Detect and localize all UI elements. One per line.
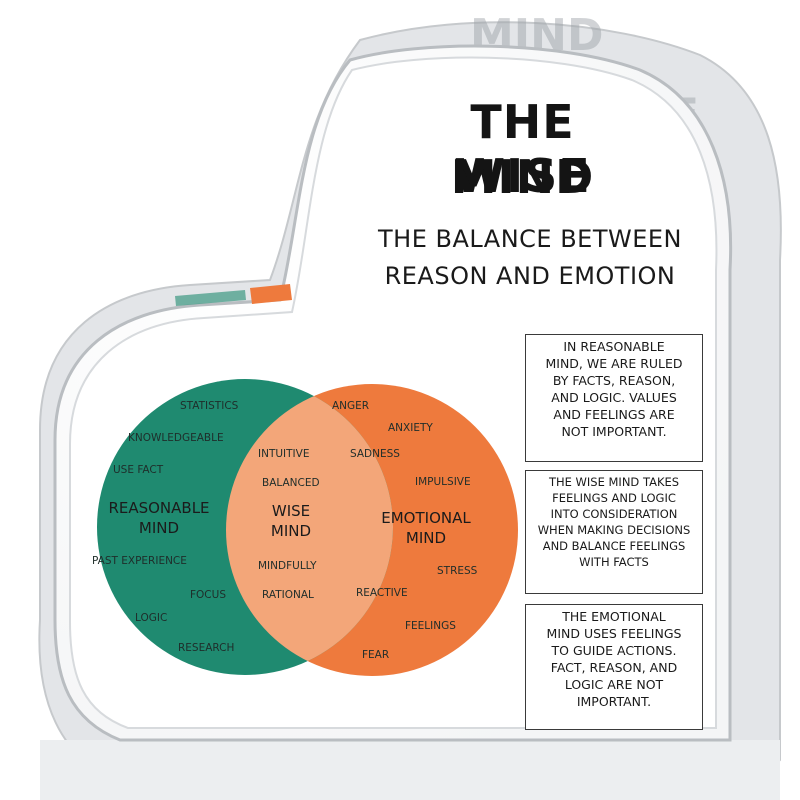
description-line: FACT, REASON, AND: [550, 660, 678, 675]
emotional-item: SADNESS: [350, 448, 400, 460]
emotional-item: FEAR: [362, 649, 390, 661]
floor-reflection: [40, 740, 780, 800]
reasonable-title-line-2: MIND: [138, 519, 180, 537]
emotional-item: ANXIETY: [388, 422, 433, 434]
title-line-2: MIND: [450, 150, 595, 204]
description-line: NOT IMPORTANT.: [561, 424, 667, 439]
reasonable-mind-title: REASONABLE MIND: [96, 498, 222, 538]
reasonable-item: FOCUS: [190, 589, 226, 601]
description-line: IN REASONABLE: [563, 339, 665, 354]
description-line: WITH FACTS: [579, 555, 649, 569]
reasonable-mind-description: IN REASONABLE MIND, WE ARE RULED BY FACT…: [525, 334, 703, 462]
wise-title-line-2: MIND: [270, 522, 312, 540]
description-line: LOGIC ARE NOT: [564, 677, 664, 692]
reasonable-item: KNOWLEDGEABLE: [128, 432, 224, 444]
reasonable-item: USE FACT: [113, 464, 164, 476]
emotional-mind-title: EMOTIONAL MIND: [368, 508, 484, 548]
wise-mind-description: THE WISE MIND TAKES FEELINGS AND LOGIC I…: [525, 470, 703, 594]
emotional-item: ANGER: [332, 400, 370, 412]
reasonable-title-line-1: REASONABLE: [108, 499, 210, 517]
description-line: AND BALANCE FEELINGS: [542, 539, 686, 553]
description-line: MIND, WE ARE RULED: [545, 356, 683, 371]
description-line: THE EMOTIONAL: [562, 609, 666, 624]
description-line: THE WISE MIND TAKES: [548, 475, 680, 489]
wise-overlap: [226, 384, 393, 675]
wise-item: RATIONAL: [262, 589, 314, 601]
reasonable-item: RESEARCH: [178, 642, 235, 654]
emotional-title-line-1: EMOTIONAL: [381, 509, 471, 527]
description-line: MIND USES FEELINGS: [546, 626, 682, 641]
description-line: BY FACTS, REASON,: [552, 373, 676, 388]
reasonable-item: PAST EXPERIENCE: [92, 555, 187, 567]
description-line: INTO CONSIDERATION: [550, 507, 678, 521]
wise-item: MINDFULLY: [258, 560, 317, 572]
description-line: IMPORTANT.: [576, 694, 652, 709]
emotional-item: FEELINGS: [405, 620, 456, 632]
description-line: TO GUIDE ACTIONS.: [551, 643, 677, 658]
reasonable-item: LOGIC: [135, 612, 168, 624]
description-line: AND LOGIC. VALUES: [551, 390, 677, 405]
teal-edge-accent: [175, 290, 246, 306]
emotional-title-line-2: MIND: [405, 529, 447, 547]
wise-mind-title: WISE MIND: [250, 501, 332, 541]
emotional-item: STRESS: [437, 565, 478, 577]
description-line: WHEN MAKING DECISIONS: [537, 523, 691, 537]
subtitle-line-2: REASON AND EMOTION: [384, 262, 676, 290]
title-line-1: THE WISE: [454, 95, 591, 203]
wise-item: INTUITIVE: [258, 448, 310, 460]
wise-item: BALANCED: [262, 477, 320, 489]
orange-edge-accent: [250, 284, 292, 304]
reasonable-item: STATISTICS: [180, 400, 239, 412]
description-line: AND FEELINGS ARE: [553, 407, 675, 422]
emotional-item: IMPULSIVE: [415, 476, 471, 488]
wise-title-line-1: WISE: [271, 502, 311, 520]
emotional-mind-description: THE EMOTIONAL MIND USES FEELINGS TO GUID…: [525, 604, 703, 730]
description-line: FEELINGS AND LOGIC: [552, 491, 676, 505]
emotional-item: REACTIVE: [356, 587, 408, 599]
subtitle-line-1: THE BALANCE BETWEEN: [377, 225, 683, 253]
